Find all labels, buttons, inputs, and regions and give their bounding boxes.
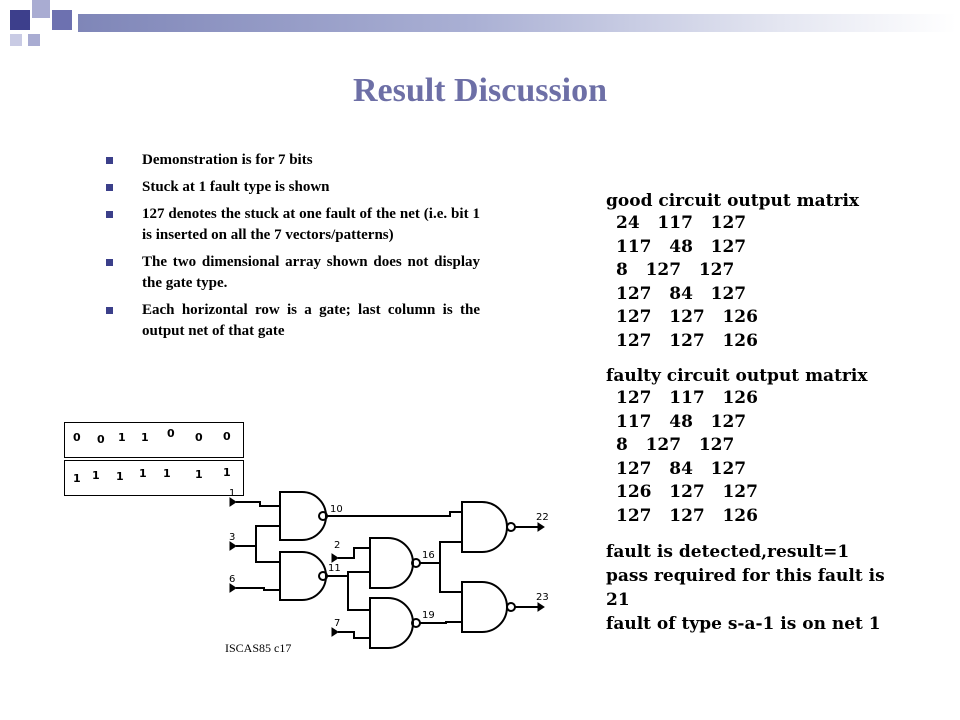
bit-cell: 1 <box>141 431 149 444</box>
bit-cell: 1 <box>73 472 81 485</box>
bullet-item: The two dimensional array shown does not… <box>104 252 480 294</box>
result-summary: fault is detected,result=1 pass required… <box>606 540 906 636</box>
good-matrix-row: 127 127 126 <box>616 330 758 351</box>
circuit-caption: ISCAS85 c17 <box>225 641 291 655</box>
bit-cell: 1 <box>139 467 147 480</box>
bit-cell: 0 <box>97 433 105 446</box>
good-matrix-title: good circuit output matrix <box>606 191 860 211</box>
faulty-matrix-row: 127 84 127 <box>616 458 747 479</box>
bullet-square-icon <box>106 259 113 266</box>
result-line-passes: pass required for this fault is 21 <box>606 566 885 610</box>
slide-title: Result Discussion <box>352 72 608 109</box>
good-matrix-row: 127 84 127 <box>616 283 747 304</box>
circuit-input-label: 7 <box>334 618 340 629</box>
bullet-item: 127 denotes the stuck at one fault of th… <box>104 204 480 246</box>
faulty-matrix-row: 117 48 127 <box>616 411 747 432</box>
bullet-square-icon <box>106 157 113 164</box>
bullet-item: Demonstration is for 7 bits <box>104 150 480 171</box>
faulty-matrix-title: faulty circuit output matrix <box>606 366 868 386</box>
circuit-output-label: 23 <box>536 592 549 603</box>
faulty-matrix-row: 126 127 127 <box>616 482 758 502</box>
bullet-item: Stuck at 1 fault type is shown <box>104 177 480 198</box>
good-matrix-row: 127 127 126 <box>616 307 758 327</box>
bullet-list: Demonstration is for 7 bits Stuck at 1 f… <box>104 150 480 348</box>
circuit-input-label: 1 <box>229 488 235 499</box>
bit-cell: 0 <box>73 431 81 444</box>
header-square-small-2 <box>10 34 22 46</box>
bit-cell: 1 <box>195 468 203 481</box>
bit-cell: 0 <box>223 430 231 443</box>
header-square-dark <box>10 10 30 30</box>
circuit-net-label: 10 <box>330 504 343 515</box>
bullet-square-icon <box>106 184 113 191</box>
matrix-panel: good circuit output matrix 24 117 127 11… <box>606 190 906 636</box>
bit-cell: 1 <box>92 469 100 482</box>
circuit-net-label: 16 <box>422 550 435 561</box>
iscas85-c17-circuit: 1 3 6 2 7 10 11 16 19 22 23 ISCAS85 c17 <box>225 488 549 655</box>
bit-cell: 1 <box>116 470 124 483</box>
header-square-mid <box>52 10 72 30</box>
result-line-detected: fault is detected,result=1 <box>606 542 850 562</box>
bit-row-top: 0 0 1 1 0 0 0 <box>64 422 244 458</box>
faulty-matrix-row: 127 127 126 <box>616 505 758 526</box>
circuit-net-label: 11 <box>328 563 341 574</box>
good-matrix-row: 8 127 127 <box>616 260 735 280</box>
circuit-input-label: 6 <box>229 574 235 585</box>
bullet-square-icon <box>106 307 113 314</box>
result-line-fault-type: fault of type s-a-1 is on net 1 <box>606 614 881 634</box>
header-square-light <box>32 0 50 18</box>
circuit-input-label: 2 <box>334 540 340 551</box>
header-square-small <box>28 34 40 46</box>
circuit-output-label: 22 <box>536 512 549 523</box>
bit-cell: 0 <box>167 427 175 440</box>
bit-cell: 1 <box>163 467 171 480</box>
bullet-item: Each horizontal row is a gate; last colu… <box>104 300 480 342</box>
bit-cell: 1 <box>118 431 126 444</box>
circuit-net-label: 19 <box>422 610 435 621</box>
faulty-matrix-row: 8 127 127 <box>616 435 735 455</box>
faulty-matrix-row: 127 117 126 <box>616 388 758 408</box>
good-matrix-row: 24 117 127 <box>616 213 747 233</box>
header-gradient-bar <box>78 14 956 32</box>
bullet-square-icon <box>106 211 113 218</box>
bit-row-bottom: 1 1 1 1 1 1 1 <box>64 460 244 496</box>
bit-cell: 1 <box>223 466 231 479</box>
bit-cell: 0 <box>195 431 203 444</box>
good-matrix-row: 117 48 127 <box>616 236 747 257</box>
circuit-input-label: 3 <box>229 532 235 543</box>
